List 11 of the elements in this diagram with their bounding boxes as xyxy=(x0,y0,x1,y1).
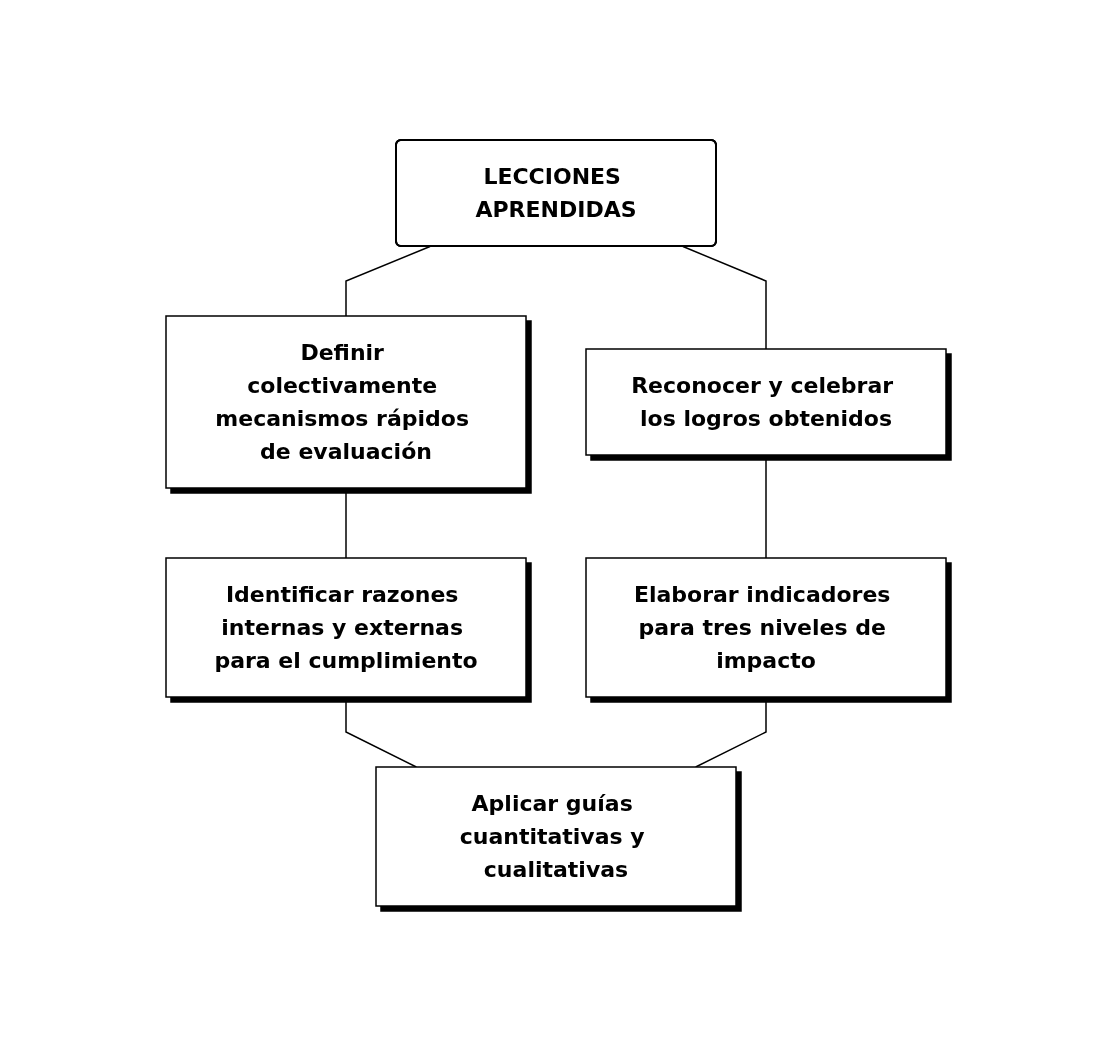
connector xyxy=(344,486,347,559)
connector xyxy=(344,245,431,317)
node-box: Definir colectivamente mecanismos rápidos de evaluación xyxy=(164,314,527,489)
node-text: LECCIONES APRENDIDAS xyxy=(474,163,637,222)
connector xyxy=(764,453,767,559)
connector xyxy=(344,695,417,768)
node-box: Elaborar indicadores para tres niveles de impacto xyxy=(584,556,947,698)
node-box: Identificar razones internas y externas para el cumplimiento xyxy=(164,556,527,698)
connector xyxy=(681,245,767,350)
node-box: Aplicar guías cuantitativas y cualitativas xyxy=(374,765,737,907)
node-box: Reconocer y celebrar los logros obtenidos xyxy=(584,347,947,456)
